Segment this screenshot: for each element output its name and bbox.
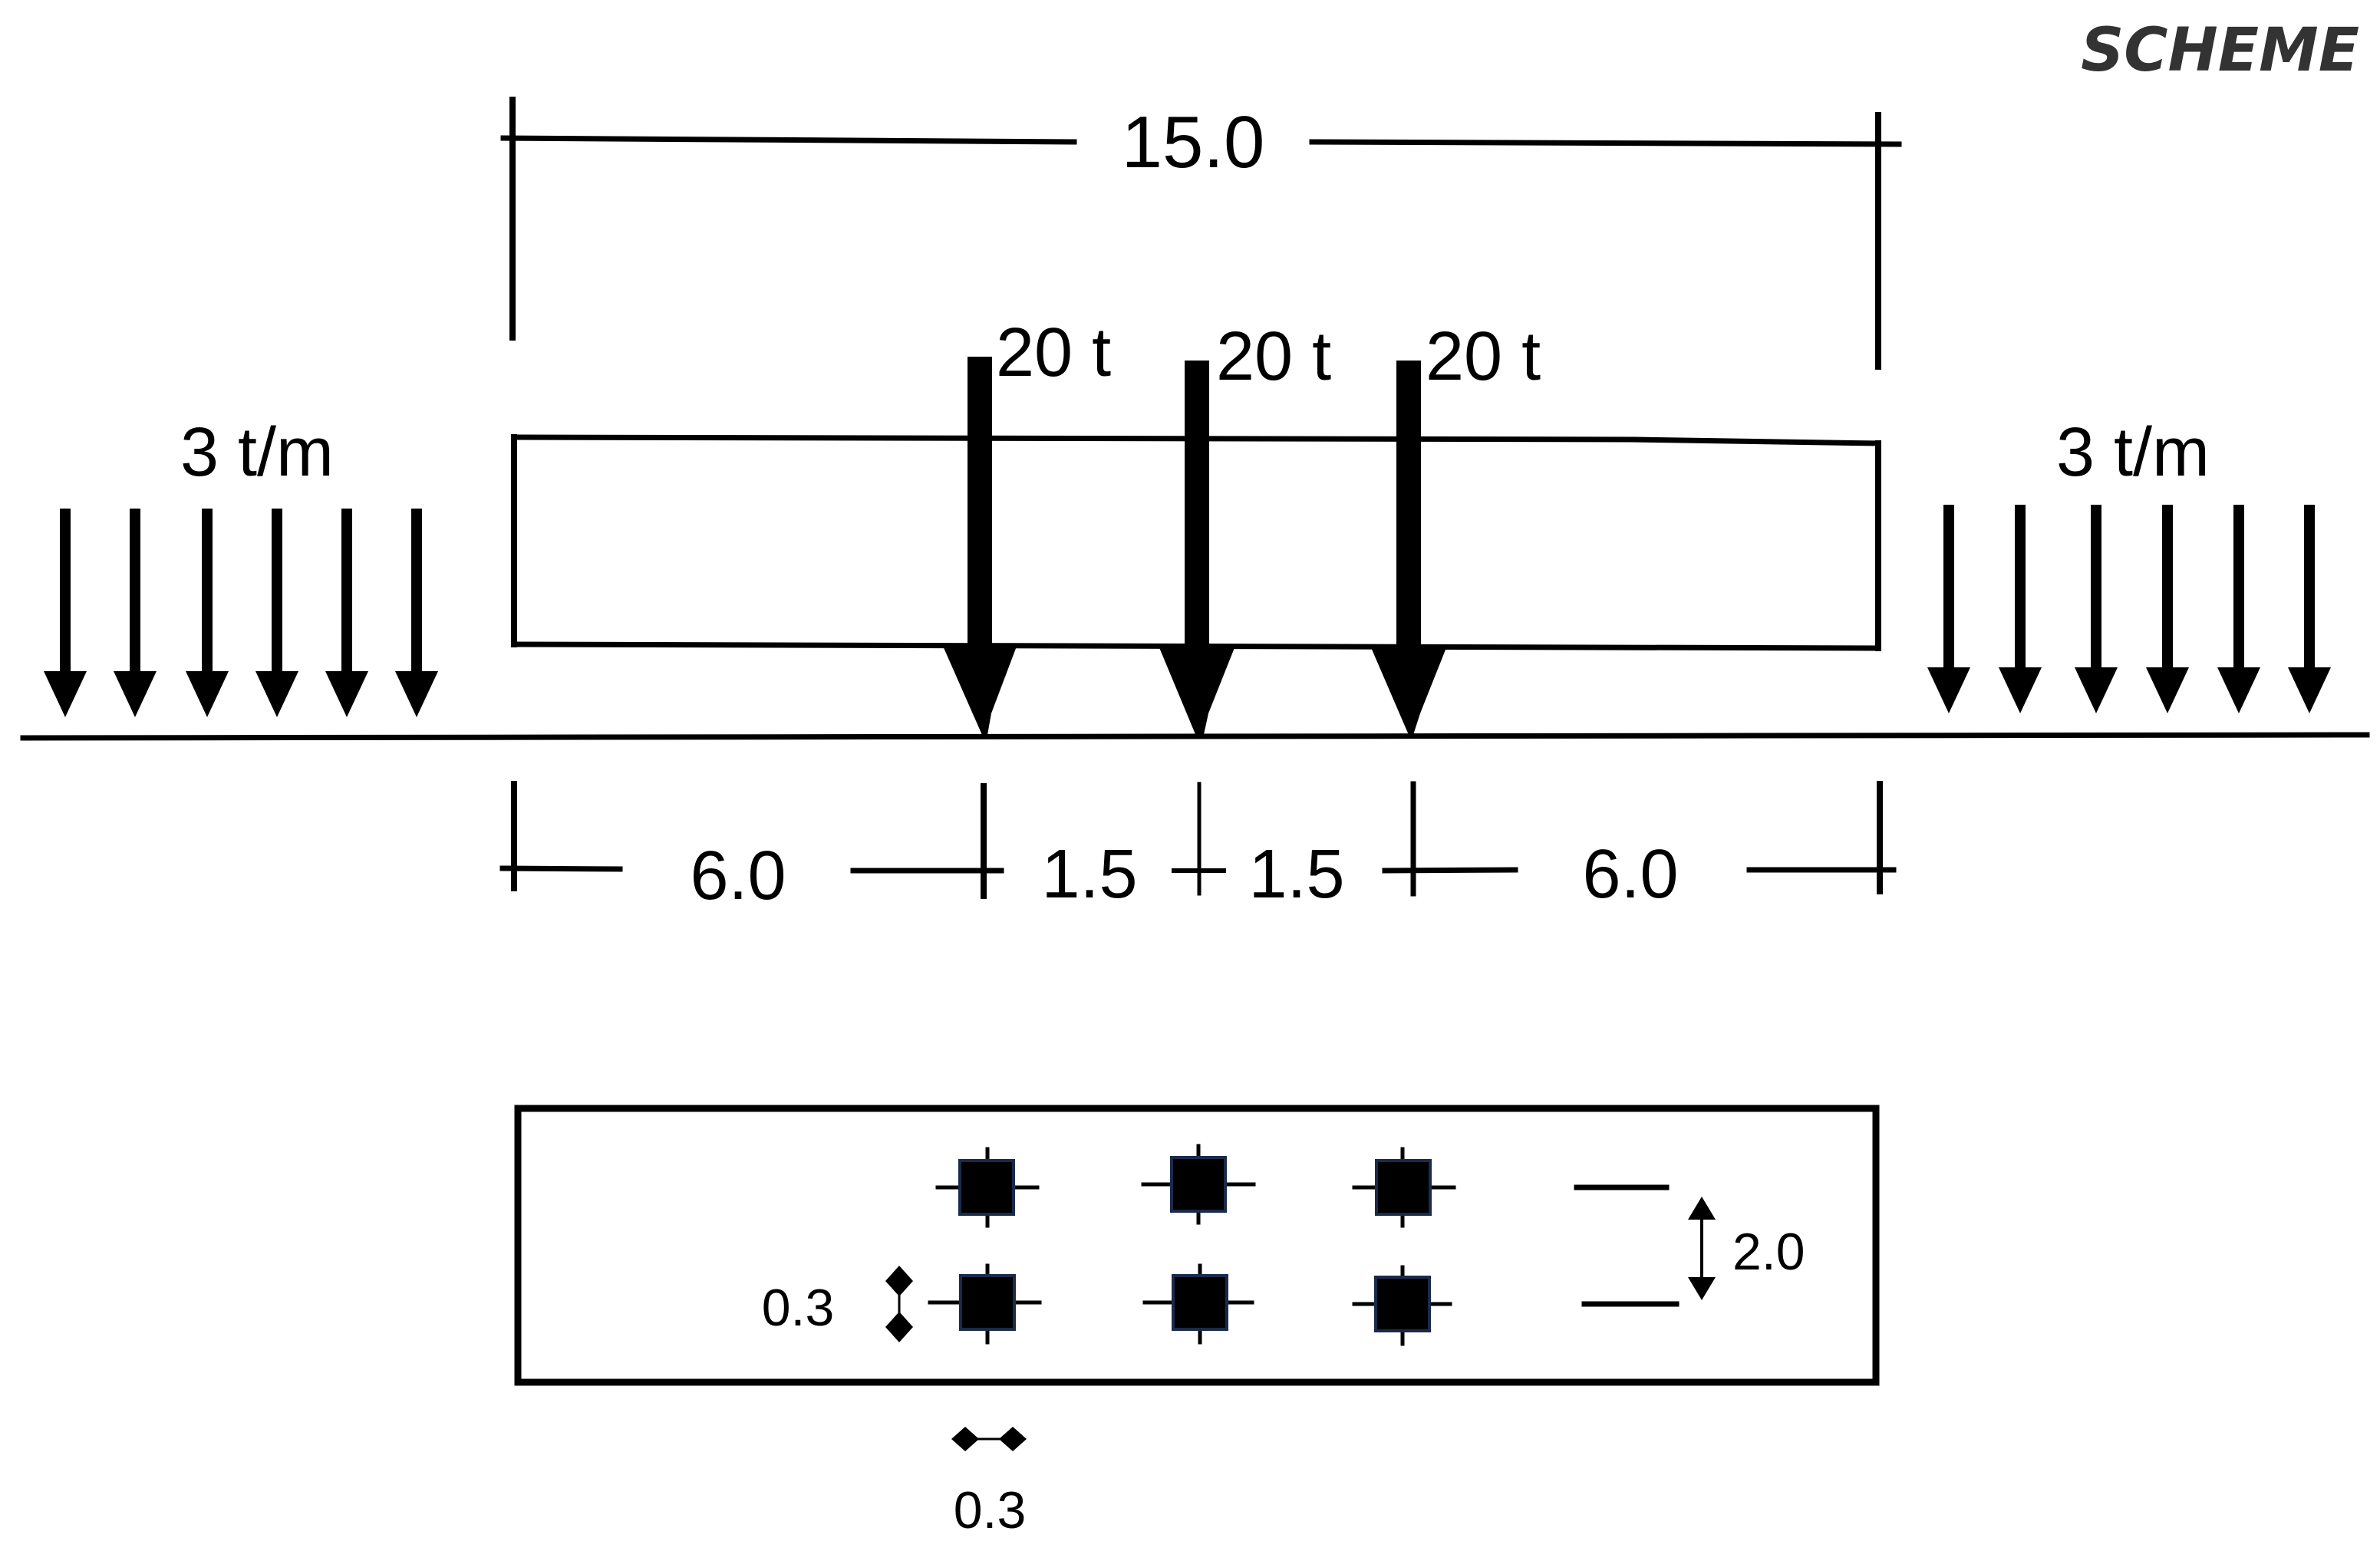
column-size-horizontal-dimension: 0.3 [951, 1427, 1027, 1539]
left-load-arrow [325, 509, 368, 717]
plan-column [935, 1147, 1040, 1228]
right-load-arrow [2146, 505, 2189, 713]
left-load-arrow [186, 509, 229, 717]
total-length-label: 15.0 [1122, 101, 1265, 183]
left-load-arrow [44, 509, 87, 717]
footing-plan: 2.0 0.3 [514, 1105, 1880, 1386]
right-load-arrow [2288, 505, 2331, 713]
point-load-1-label: 20 t [996, 314, 1111, 391]
left-load-arrow [114, 509, 157, 717]
middle-left-segment-label: 1.5 [1041, 836, 1137, 913]
plan-column [928, 1263, 1042, 1345]
segment-dimensions: 6.0 1.5 1.5 6.0 [499, 781, 1897, 914]
right-load-arrow [2075, 505, 2118, 713]
right-load-arrow [1927, 505, 1970, 713]
total-length-dimension: 15.0 [500, 97, 1902, 370]
plan-column [1352, 1265, 1452, 1346]
left-load-arrow [395, 509, 438, 717]
plan-column [1142, 1263, 1254, 1345]
plan-column [1141, 1144, 1256, 1225]
right-load-arrow [1999, 505, 2042, 713]
scheme-title: SCHEME [2081, 16, 2359, 85]
point-load-3: 20 t [1370, 318, 1541, 735]
column-size-vertical-label: 0.3 [762, 1279, 835, 1337]
row-spacing-label: 2.0 [1732, 1223, 1805, 1281]
point-load-2: 20 t [1159, 318, 1331, 738]
row-spacing-dimension: 2.0 [1574, 1184, 1805, 1307]
left-distributed-load-label: 3 t/m [180, 414, 334, 491]
plan-column [1352, 1147, 1456, 1228]
right-segment-label: 6.0 [1582, 836, 1678, 913]
right-distributed-load: 3 t/m [1927, 414, 2331, 713]
left-load-arrow [255, 509, 298, 717]
point-load-2-label: 20 t [1216, 318, 1331, 395]
left-distributed-load: 3 t/m [44, 414, 438, 717]
ground-line [20, 732, 2370, 741]
column-size-vertical-dimension: 0.3 [762, 1266, 913, 1342]
right-distributed-load-label: 3 t/m [2056, 414, 2210, 491]
right-load-arrow [2217, 505, 2260, 713]
left-segment-label: 6.0 [690, 838, 786, 914]
middle-right-segment-label: 1.5 [1248, 836, 1344, 913]
point-load-3-label: 20 t [1426, 318, 1541, 395]
column-size-horizontal-label: 0.3 [954, 1481, 1027, 1539]
point-load-1: 20 t [942, 314, 1111, 735]
